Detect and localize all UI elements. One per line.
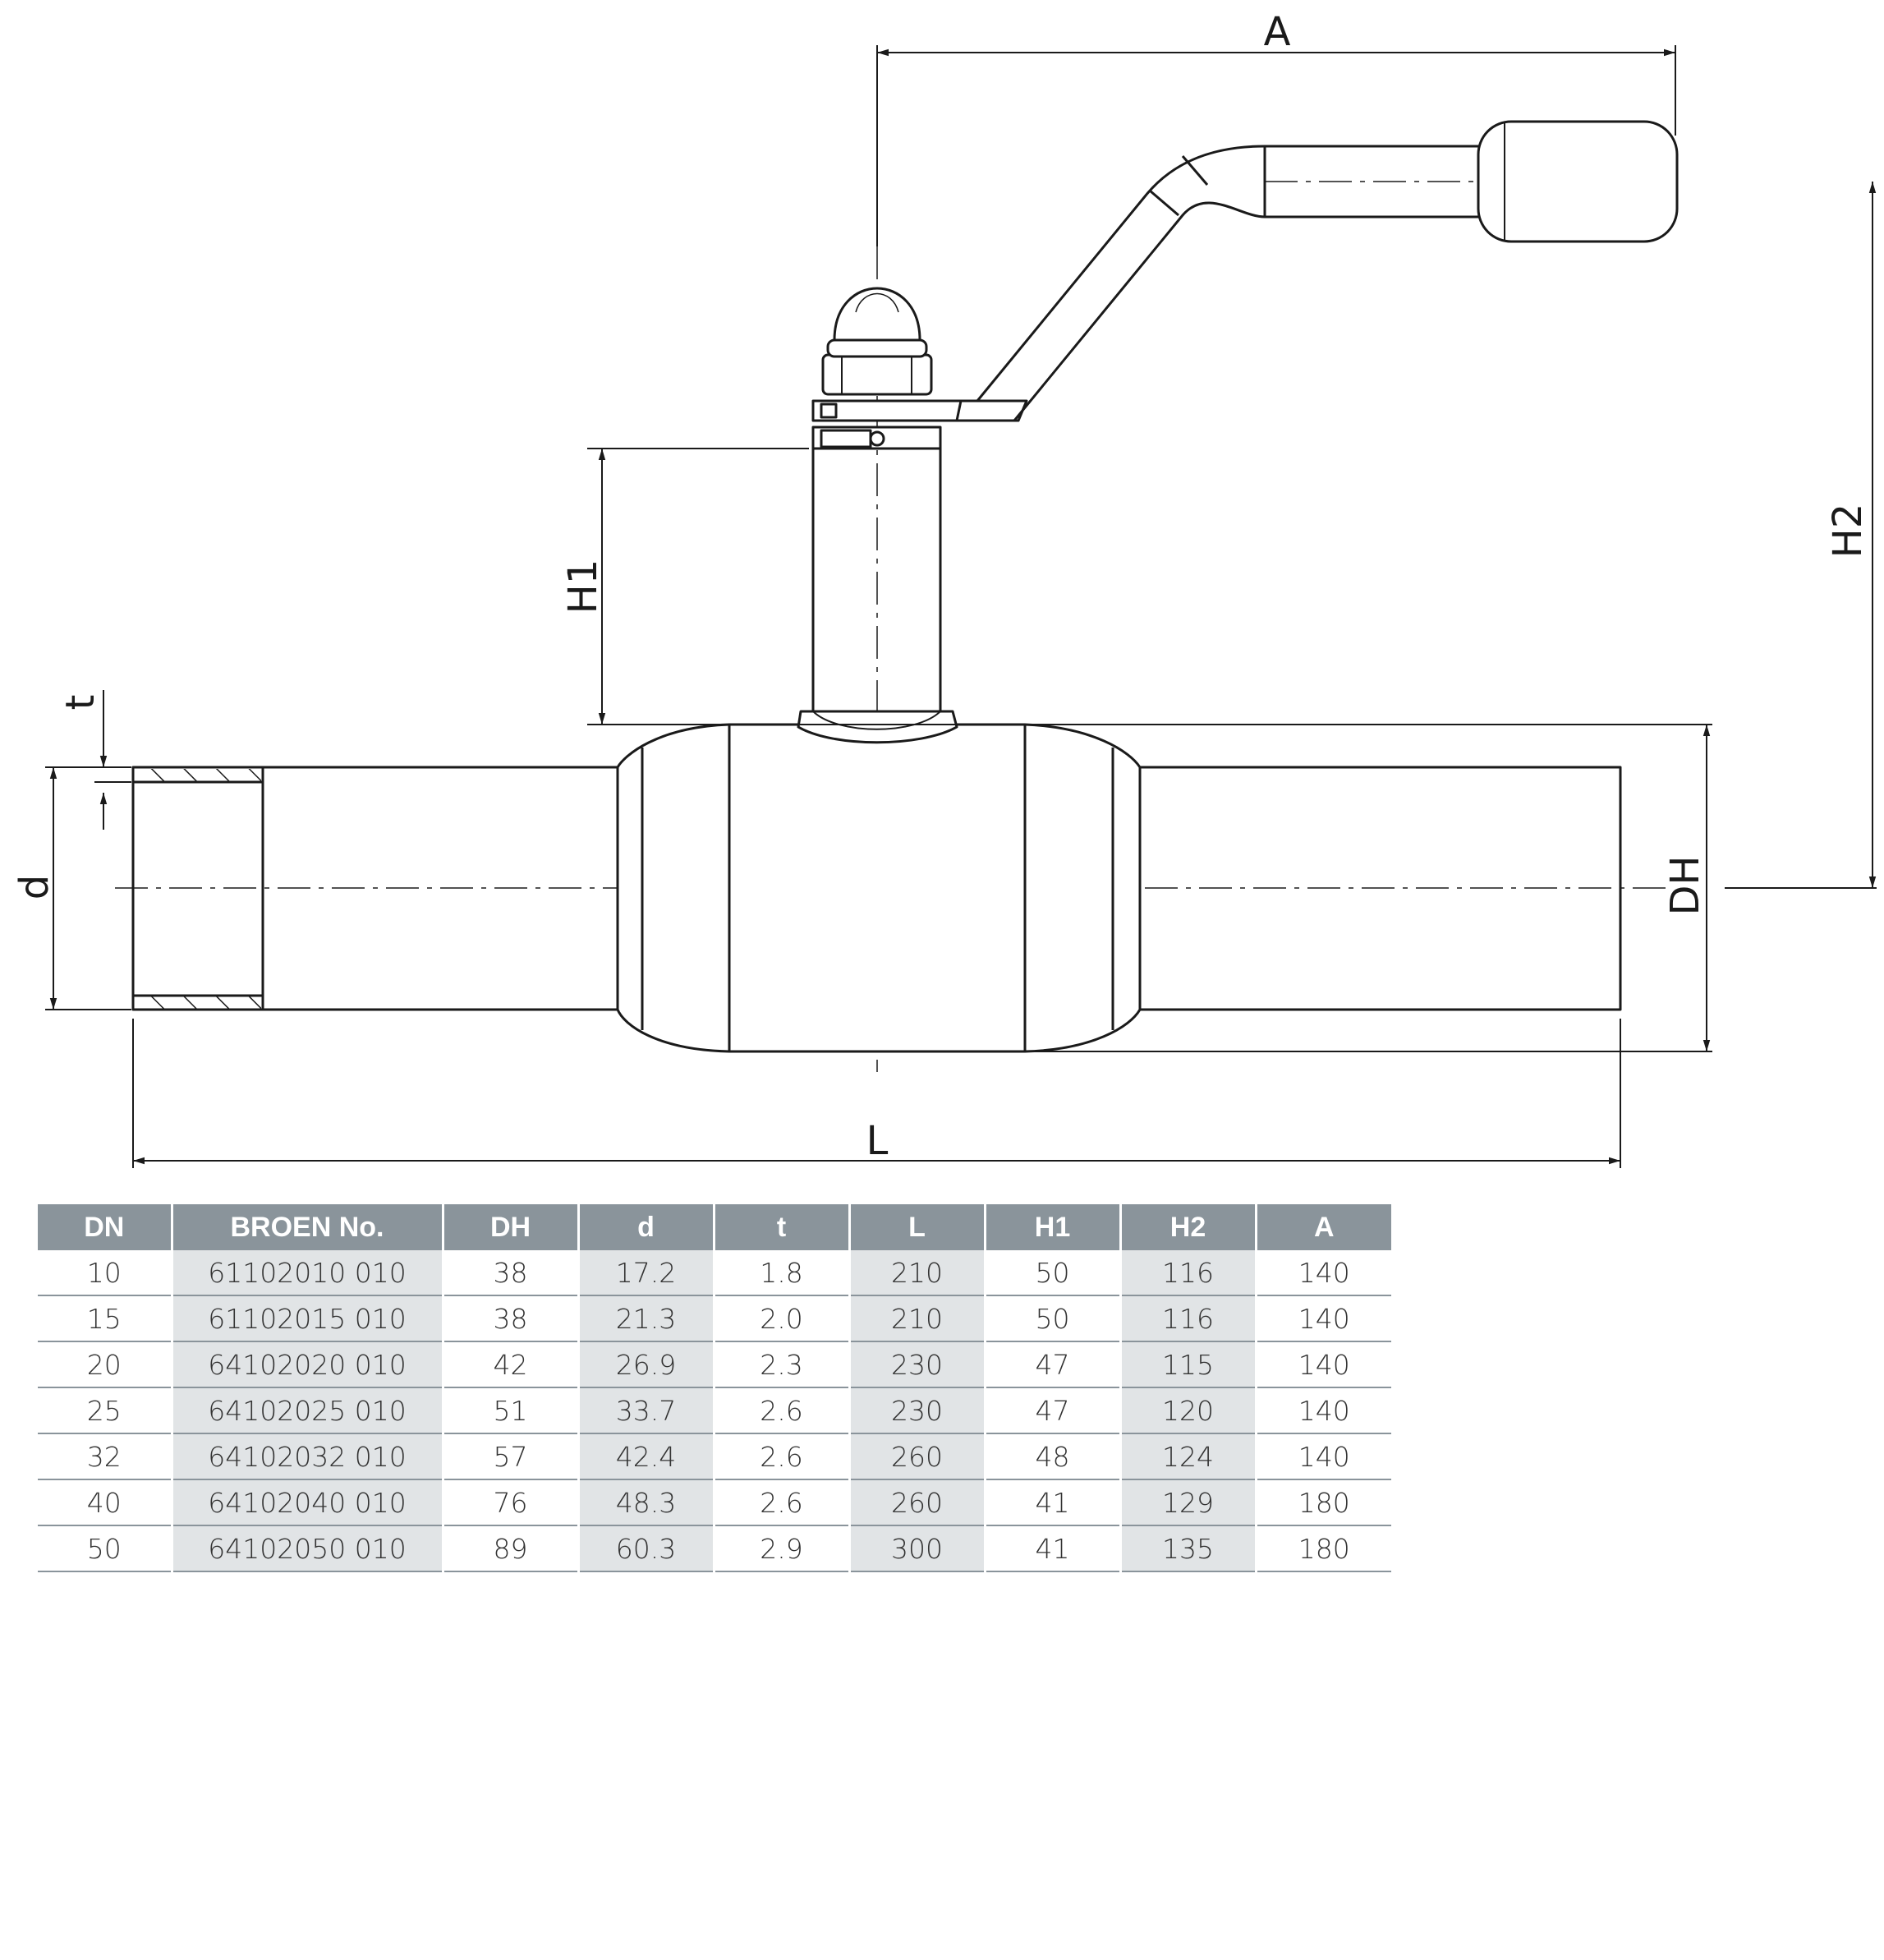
table-cell: 38 xyxy=(441,1250,578,1296)
label-H1: H1 xyxy=(560,559,606,614)
label-H2: H2 xyxy=(1825,504,1871,559)
table-cell: 140 xyxy=(1254,1341,1391,1388)
column-header: BROEN No. xyxy=(170,1204,443,1250)
table-cell: 33.7 xyxy=(577,1387,714,1434)
lever-handle xyxy=(811,120,1679,422)
table-cell: 64102032 010 xyxy=(170,1433,443,1480)
table-cell: 210 xyxy=(848,1295,985,1342)
table-cell: 140 xyxy=(1254,1433,1391,1480)
column-header: H2 xyxy=(1119,1204,1256,1250)
table-cell: 32 xyxy=(38,1433,172,1480)
table-cell: 115 xyxy=(1119,1341,1256,1388)
table-cell: 61102010 010 xyxy=(170,1250,443,1296)
table-cell: 20 xyxy=(38,1341,172,1388)
table-cell: 42 xyxy=(441,1341,578,1388)
table-cell: 140 xyxy=(1254,1250,1391,1296)
table-cell: 64102020 010 xyxy=(170,1341,443,1388)
table-cell: 50 xyxy=(983,1295,1120,1342)
table-cell: 50 xyxy=(983,1250,1120,1296)
table-cell: 2.3 xyxy=(712,1341,849,1388)
label-d: d xyxy=(11,875,57,899)
table-cell: 40 xyxy=(38,1479,172,1526)
table-cell: 120 xyxy=(1119,1387,1256,1434)
table-cell: 60.3 xyxy=(577,1525,714,1572)
table-cell: 57 xyxy=(441,1433,578,1480)
label-t: t xyxy=(57,695,103,711)
table-cell: 10 xyxy=(38,1250,172,1296)
column-header: d xyxy=(577,1204,714,1250)
table-cell: 61102015 010 xyxy=(170,1295,443,1342)
label-L: L xyxy=(866,1118,889,1164)
left-pipe xyxy=(131,766,619,1011)
table-cell: 42.4 xyxy=(577,1433,714,1480)
table-cell: 180 xyxy=(1254,1525,1391,1572)
table-cell: 116 xyxy=(1119,1250,1256,1296)
table-cell: 116 xyxy=(1119,1295,1256,1342)
table-cell: 64102025 010 xyxy=(170,1387,443,1434)
table-cell: 260 xyxy=(848,1479,985,1526)
column-header: DN xyxy=(38,1204,172,1250)
table-cell: 230 xyxy=(848,1341,985,1388)
table-cell: 2.9 xyxy=(712,1525,849,1572)
table-cell: 41 xyxy=(983,1479,1120,1526)
table-cell: 21.3 xyxy=(577,1295,714,1342)
table-cell: 38 xyxy=(441,1295,578,1342)
table-cell: 2.6 xyxy=(712,1479,849,1526)
dimension-lines xyxy=(45,45,1877,1168)
table-cell: 48.3 xyxy=(577,1479,714,1526)
table-cell: 64102050 010 xyxy=(170,1525,443,1572)
column-header: DH xyxy=(441,1204,578,1250)
table-cell: 2.6 xyxy=(712,1387,849,1434)
table-cell: 26.9 xyxy=(577,1341,714,1388)
table-cell: 2.0 xyxy=(712,1295,849,1342)
table-cell: 129 xyxy=(1119,1479,1256,1526)
table-cell: 76 xyxy=(441,1479,578,1526)
table-cell: 300 xyxy=(848,1525,985,1572)
table-cell: 2.6 xyxy=(712,1433,849,1480)
table-cell: 47 xyxy=(983,1341,1120,1388)
table-cell: 124 xyxy=(1119,1433,1256,1480)
column-header: A xyxy=(1254,1204,1391,1250)
table-cell: 140 xyxy=(1254,1295,1391,1342)
table-cell: 51 xyxy=(441,1387,578,1434)
table-cell: 180 xyxy=(1254,1479,1391,1526)
table-cell: 140 xyxy=(1254,1387,1391,1434)
table-cell: 260 xyxy=(848,1433,985,1480)
valve-drawing: A H1 H2 DH d t L xyxy=(11,9,1877,1168)
table-cell: 89 xyxy=(441,1525,578,1572)
cap-nut xyxy=(821,287,933,396)
table-cell: 1.8 xyxy=(712,1250,849,1296)
table-cell: 210 xyxy=(848,1250,985,1296)
table-cell: 230 xyxy=(848,1387,985,1434)
table-cell: 47 xyxy=(983,1387,1120,1434)
column-header: H1 xyxy=(983,1204,1120,1250)
label-A: A xyxy=(1264,9,1291,55)
table-cell: 135 xyxy=(1119,1525,1256,1572)
table-cell: 25 xyxy=(38,1387,172,1434)
table-cell: 50 xyxy=(38,1525,172,1572)
table-cell: 48 xyxy=(983,1433,1120,1480)
table-cell: 17.2 xyxy=(577,1250,714,1296)
label-DH: DH xyxy=(1662,855,1708,915)
table-cell: 15 xyxy=(38,1295,172,1342)
stem-neck xyxy=(811,426,942,730)
column-header: L xyxy=(848,1204,985,1250)
valve-body xyxy=(616,710,1142,1053)
table-cell: 64102040 010 xyxy=(170,1479,443,1526)
table-cell: 41 xyxy=(983,1525,1120,1572)
column-header: t xyxy=(712,1204,849,1250)
